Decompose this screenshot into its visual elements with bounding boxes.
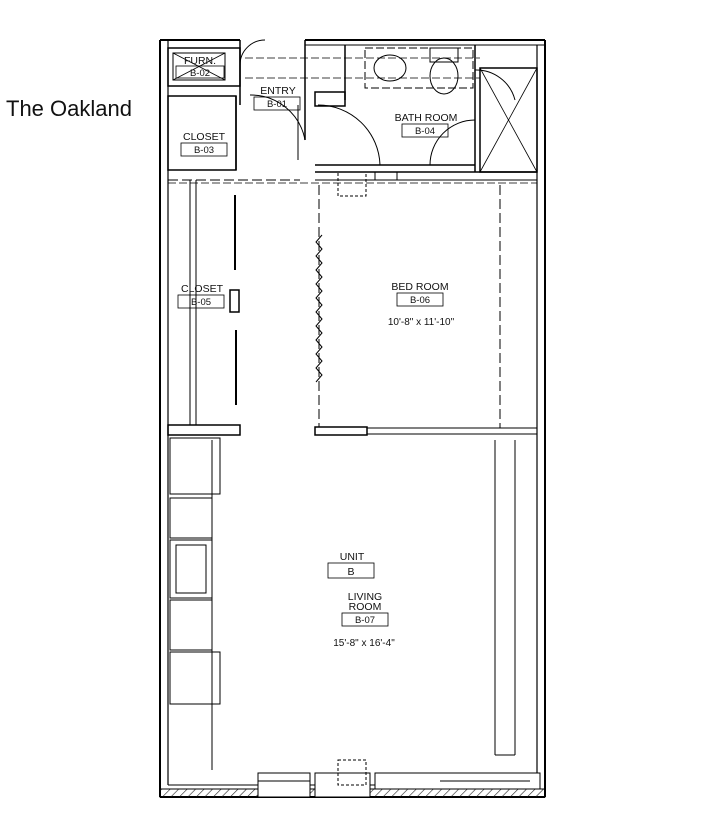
room-code-closet-03: B-03 (194, 145, 214, 156)
room-code-entry: B-01 (267, 99, 287, 110)
room-code-bath: B-04 (415, 126, 435, 137)
door-swings (239, 39, 516, 166)
room-bed: BED ROOM B-06 10'-8" x 11'-10" (388, 281, 455, 328)
room-name-closet-05: CLOSET (181, 283, 224, 295)
room-name-living-line1: LIVING (348, 591, 382, 603)
room-closet-03: CLOSET B-03 (180, 131, 228, 157)
room-living: LIVING ROOM B-07 15'-8" x 16'-4" (333, 591, 395, 649)
unit-label: UNIT B (327, 551, 375, 579)
room-dims-living: 15'-8" x 16'-4" (333, 638, 395, 649)
bottom-windows (257, 759, 541, 798)
room-name-bed: BED ROOM (391, 281, 448, 293)
kitchen-counters (169, 437, 221, 770)
room-code-closet-05: B-05 (191, 297, 211, 308)
room-code-living: B-07 (355, 615, 375, 626)
bifold-door (315, 234, 323, 383)
dashed-guides (168, 57, 537, 184)
room-entry: ENTRY B-01 (253, 85, 301, 111)
unit-code: B (347, 566, 354, 578)
room-labels: FURN. B-02 ENTRY B-01 CLOSET B-03 BATH R… (175, 55, 458, 649)
room-dims-bed: 10'-8" x 11'-10" (388, 317, 455, 328)
exterior-walls (159, 39, 546, 798)
room-name-furnace: FURN. (184, 55, 216, 67)
room-code-bed: B-06 (410, 295, 430, 306)
room-name-bath: BATH ROOM (395, 112, 458, 124)
unit-label-text: UNIT (340, 551, 365, 563)
room-closet-05: CLOSET B-05 (177, 283, 225, 309)
room-furnace: FURN. B-02 (175, 55, 225, 79)
room-name-living-line2: ROOM (349, 601, 382, 613)
room-bath: BATH ROOM B-04 (395, 112, 458, 138)
room-name-entry: ENTRY (260, 85, 295, 97)
interior-walls (167, 40, 538, 756)
plan-title: The Oakland (6, 96, 132, 121)
room-name-closet-03: CLOSET (183, 131, 226, 143)
room-code-furnace: B-02 (190, 68, 210, 79)
